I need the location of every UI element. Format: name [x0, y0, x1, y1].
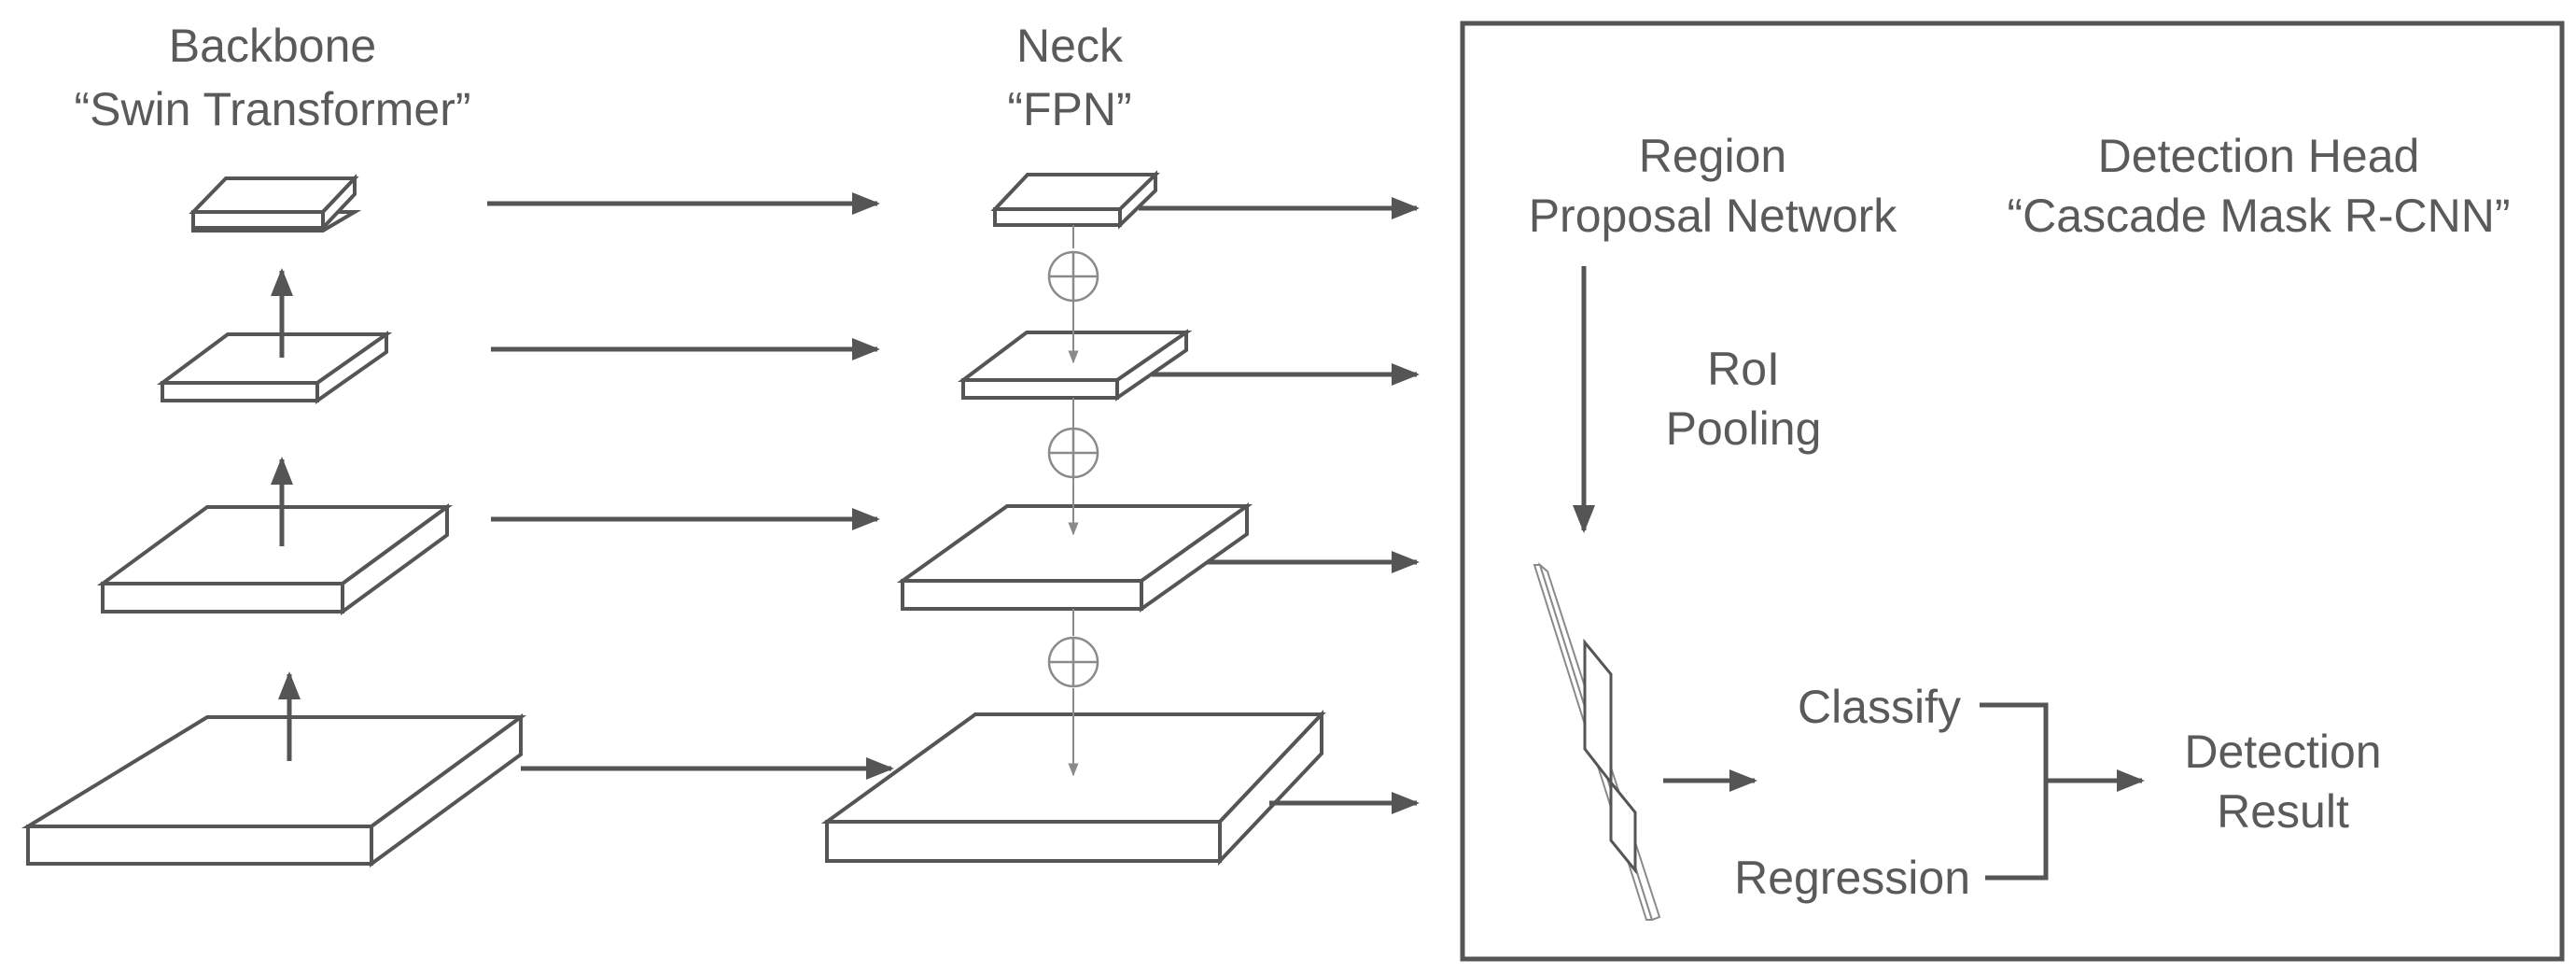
roi-feature-map	[1533, 561, 1661, 922]
neck-subtitle: “FPN”	[1007, 83, 1131, 135]
neck-stage-3	[896, 502, 1253, 613]
sum-icon	[1047, 636, 1099, 688]
detection-result-line2: Result	[2217, 785, 2349, 838]
rpn-label-line1: Region	[1639, 130, 1786, 182]
neck-stage-1	[990, 170, 1160, 230]
backbone-stage-3	[96, 503, 454, 615]
backbone-stage-4	[21, 713, 527, 867]
roi-pooling-line1: RoI	[1707, 343, 1780, 395]
backbone-stage-1	[189, 173, 362, 233]
neck-stage-2	[958, 329, 1193, 402]
rpn-label-line2: Proposal Network	[1529, 190, 1898, 242]
roi-pooling-line2: Pooling	[1666, 402, 1822, 455]
backbone-stage-2	[156, 331, 393, 404]
detection-result-line1: Detection	[2184, 726, 2381, 778]
backbone-subtitle: “Swin Transformer”	[74, 83, 470, 135]
classify-label: Classify	[1798, 681, 1961, 733]
sum-icon	[1047, 250, 1099, 303]
detection-head-subtitle: “Cascade Mask R-CNN”	[2008, 190, 2511, 242]
neck-title: Neck	[1016, 20, 1124, 72]
detection-head-title: Detection Head	[2098, 130, 2420, 182]
sum-icon	[1047, 427, 1099, 479]
regression-label: Regression	[1734, 852, 1970, 904]
detection-head-panel	[1460, 21, 2565, 962]
backbone-title: Backbone	[169, 20, 376, 72]
merge-bracket	[1980, 702, 2049, 881]
